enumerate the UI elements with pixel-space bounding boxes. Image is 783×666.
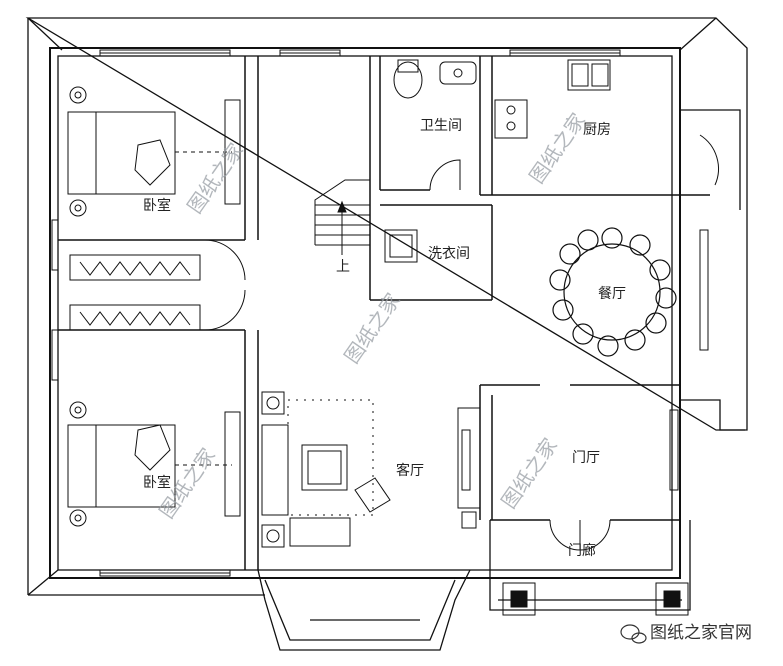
watermark-1: 图纸之家 xyxy=(182,139,248,218)
room-label-kitchen: 厨房 xyxy=(583,122,611,138)
staircase xyxy=(314,179,370,255)
porch-details xyxy=(502,519,689,616)
room-label-porch: 门廊 xyxy=(568,542,596,559)
interior-walls xyxy=(58,56,710,570)
watermark-2: 图纸之家 xyxy=(524,109,590,188)
outer-walls xyxy=(25,17,748,651)
living-furniture xyxy=(261,391,481,548)
bedroom-furniture xyxy=(67,86,246,527)
room-label-laundry: 洗衣间 xyxy=(428,246,470,262)
fixtures xyxy=(384,59,719,263)
footer-brand-text: 图纸之家官网 xyxy=(650,623,752,643)
room-label-bedroom-top: 卧室 xyxy=(143,197,171,214)
footer-brand: 图纸之家官网 xyxy=(620,623,752,644)
watermark-5: 图纸之家 xyxy=(496,434,562,513)
dining-table xyxy=(549,227,677,357)
stair-up-label: 上 xyxy=(336,259,350,275)
room-label-bedroom-bottom: 卧室 xyxy=(143,474,171,491)
wechat-icon xyxy=(620,624,647,644)
room-label-living: 客厅 xyxy=(396,462,424,479)
room-label-foyer: 门厅 xyxy=(572,450,600,466)
windows xyxy=(51,49,709,577)
room-label-bathroom: 卫生间 xyxy=(420,118,462,134)
room-label-dining: 餐厅 xyxy=(598,286,626,302)
